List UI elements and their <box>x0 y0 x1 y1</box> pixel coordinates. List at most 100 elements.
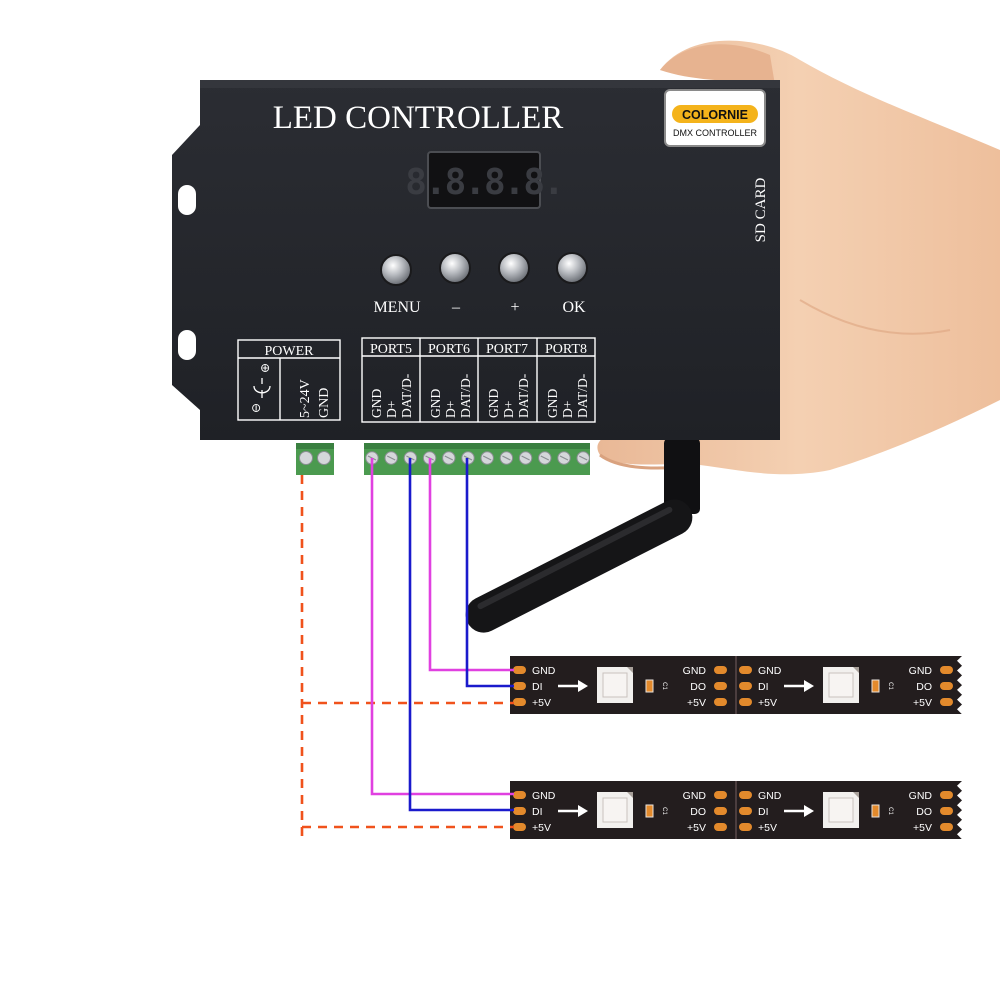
led-lens <box>602 672 628 698</box>
controller-title: LED CONTROLLER <box>273 100 564 136</box>
ok-button-label: OK <box>562 299 586 316</box>
solder-pad <box>739 698 752 706</box>
strip-input-label: +5V <box>758 697 777 709</box>
solder-pad <box>513 666 526 674</box>
screw-slot <box>502 455 511 461</box>
brand-name: COLORNIE <box>682 108 748 122</box>
brand-badge: COLORNIE DMX CONTROLLER <box>664 89 766 147</box>
port7-label: PORT7 <box>486 342 528 357</box>
screw-slot <box>482 455 492 461</box>
arrow-right-icon <box>578 805 588 817</box>
port8-dplus-pin: D+ <box>560 401 575 418</box>
strip-input-label: DI <box>532 806 543 818</box>
solder-pad <box>739 791 752 799</box>
power-title: POWER <box>265 344 315 359</box>
mount-slot-top <box>178 185 196 215</box>
arrow-right-icon <box>804 805 814 817</box>
solder-pad <box>739 807 752 815</box>
minus-terminal-symbol: ⊖ <box>249 403 263 413</box>
port7-gnd-pin: GND <box>486 389 501 418</box>
led-lens <box>828 672 854 698</box>
port5-data-wire <box>408 458 514 812</box>
solder-pad <box>714 791 727 799</box>
antenna <box>465 438 700 633</box>
power-gnd-label: GND <box>317 388 332 418</box>
ports-block: PORT5 PORT6 PORT7 PORT8 GND D+ DAT/D- GN… <box>361 337 596 423</box>
capacitor <box>871 804 880 818</box>
menu-button-label: MENU <box>373 299 421 316</box>
port5-dat-pin: DAT/D- <box>399 373 414 418</box>
strip-cut-edge <box>957 781 962 840</box>
power-screw-1[interactable] <box>299 451 313 465</box>
strip-input-label: GND <box>532 665 556 677</box>
strip-input-label: GND <box>532 790 556 802</box>
sd-card-label: SD CARD <box>753 178 769 243</box>
port8-dat-pin: DAT/D- <box>575 373 590 418</box>
port6-dplus-pin: D+ <box>443 401 458 418</box>
led-corner-mark <box>853 792 859 798</box>
minus-button-label: – <box>451 299 461 316</box>
port5-dplus-pin: D+ <box>384 401 399 418</box>
port-terminal-block <box>364 443 590 475</box>
solder-pad <box>940 791 953 799</box>
power-screw-2[interactable] <box>317 451 331 465</box>
strip-input-label: +5V <box>532 822 551 834</box>
screw-slot <box>444 455 454 461</box>
dc-jack-symbol: ⊕ ⊖ <box>249 363 272 413</box>
port8-label: PORT8 <box>545 342 587 357</box>
port6-data-wire <box>465 458 514 688</box>
solder-pad <box>739 823 752 831</box>
menu-button[interactable] <box>380 254 412 286</box>
port-screws <box>365 451 590 465</box>
led-lens <box>828 797 854 823</box>
solder-pad <box>714 698 727 706</box>
mount-slot-bottom <box>178 330 196 360</box>
segment-display: 8.8.8.8. <box>405 151 565 209</box>
strip-input-label: +5V <box>758 822 777 834</box>
port7-dat-pin: DAT/D- <box>516 373 531 418</box>
strip-output-label: DO <box>690 806 706 818</box>
solder-pad <box>940 698 953 706</box>
solder-pad <box>940 666 953 674</box>
minus-button[interactable] <box>439 252 471 284</box>
hand <box>597 40 1000 475</box>
solder-pad <box>513 823 526 831</box>
port6-gnd-wire <box>428 458 514 672</box>
strip-output-label: +5V <box>913 697 932 709</box>
ok-button[interactable] <box>556 252 588 284</box>
port7-dplus-pin: D+ <box>501 401 516 418</box>
led-corner-mark <box>627 667 633 673</box>
screw-slot <box>559 455 569 461</box>
strip-output-label: GND <box>909 665 933 677</box>
strip-input-label: DI <box>758 806 769 818</box>
solder-pad <box>714 682 727 690</box>
power-voltage-label: 5~24V <box>298 379 313 418</box>
solder-pad <box>513 807 526 815</box>
strip-output-label: GND <box>683 665 707 677</box>
capacitor <box>645 679 654 693</box>
display-readout: 8.8.8.8. <box>405 162 562 203</box>
solder-pad <box>739 682 752 690</box>
capacitor-label: C1 <box>661 807 667 815</box>
led-corner-mark <box>627 792 633 798</box>
arrow-right-icon <box>804 680 814 692</box>
led-strips: GNDDI+5VC1GNDDO+5VGNDDI+5VC1GNDDO+5VGNDD… <box>510 656 962 840</box>
solder-pad <box>714 823 727 831</box>
strip-input-label: DI <box>532 681 543 693</box>
plus-button[interactable] <box>498 252 530 284</box>
port5-gnd-pin: GND <box>369 389 384 418</box>
solder-pad <box>940 682 953 690</box>
strip-input-label: +5V <box>532 697 551 709</box>
port8-gnd-pin: GND <box>545 389 560 418</box>
port5-label: PORT5 <box>370 342 412 357</box>
solder-pad <box>513 791 526 799</box>
solder-pad <box>513 682 526 690</box>
screw-slot <box>521 455 530 461</box>
solder-pad <box>940 823 953 831</box>
arrow-right-icon <box>578 680 588 692</box>
screw-slot <box>578 455 588 461</box>
